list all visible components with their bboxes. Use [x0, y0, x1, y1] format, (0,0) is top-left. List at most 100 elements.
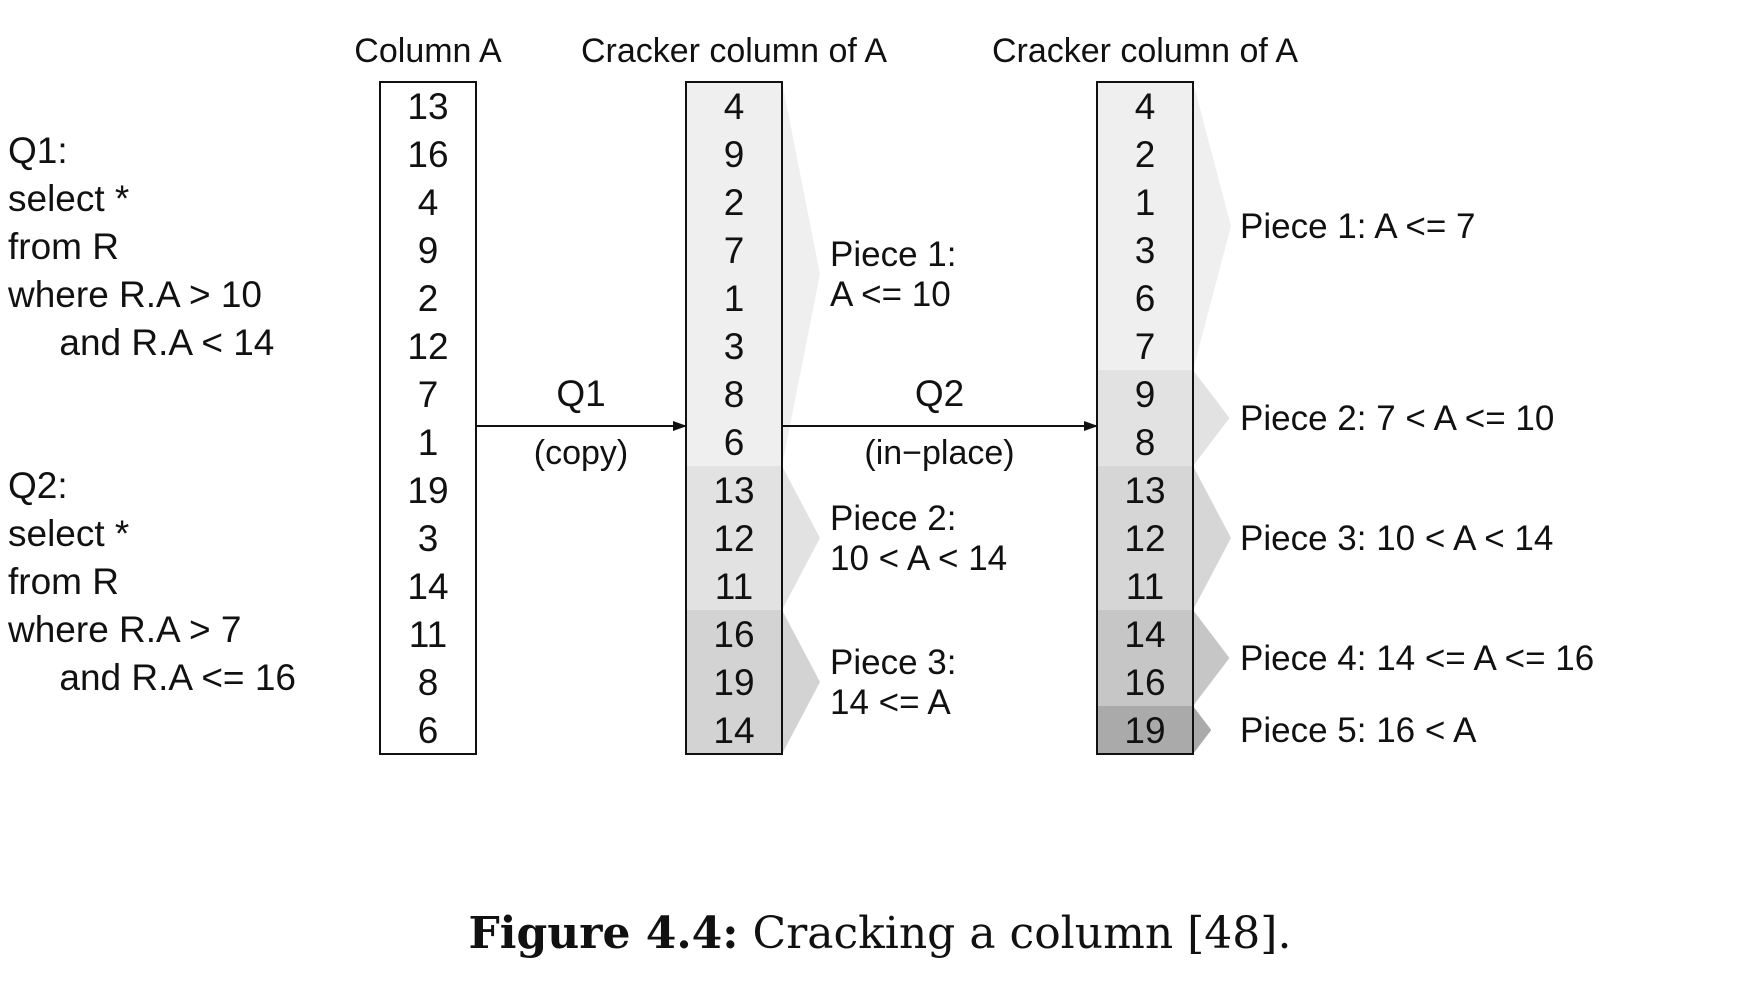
cell-value: 11 [715, 566, 753, 607]
piece-5-wedge [1193, 706, 1212, 754]
piece-3-wedge [782, 610, 820, 754]
cell-value: 8 [1135, 422, 1156, 463]
piece-5-fill [1097, 706, 1193, 754]
piece-2-wedge [782, 466, 820, 610]
piece-1-fill [686, 82, 782, 466]
column-title: Cracker column of A [992, 32, 1298, 70]
cell-value: 9 [1135, 374, 1156, 415]
column-border [379, 81, 477, 755]
piece-3-label: 14 <= A [830, 683, 951, 722]
piece-2-label: Piece 2: [830, 499, 956, 538]
cell-value: 4 [418, 182, 439, 223]
arrow-label: Q1 [556, 373, 605, 414]
piece-1-label: A <= 10 [830, 275, 951, 314]
piece-2-fill [1097, 370, 1193, 466]
piece-2-fill [686, 466, 782, 610]
piece-4-label: Piece 4: 14 <= A <= 16 [1240, 639, 1594, 678]
cell-value: 4 [724, 86, 745, 127]
piece-2-label: 10 < A < 14 [830, 539, 1007, 578]
query-line: where R.A > 7 [7, 609, 241, 650]
piece-1-fill [1097, 82, 1193, 370]
cell-value: 3 [724, 326, 745, 367]
cell-value: 6 [1135, 278, 1156, 319]
cell-value: 16 [713, 614, 754, 655]
piece-3-label: Piece 3: 10 < A < 14 [1240, 519, 1553, 558]
query-line: select * [8, 513, 129, 554]
piece-1-wedge [782, 82, 820, 466]
column-title: Column A [354, 32, 502, 70]
column-1: Column A 13 16 4 9 2 12 7 1 19 3 14 11 8 6 [354, 32, 502, 755]
cell-value: 14 [1124, 614, 1165, 655]
column-border [1096, 81, 1194, 755]
cell-value: 13 [713, 470, 754, 511]
cell-value: 11 [409, 614, 447, 655]
cell-value: 8 [724, 374, 745, 415]
cell-value: 16 [1124, 662, 1165, 703]
cell-value: 4 [1135, 86, 1156, 127]
cell-value: 7 [724, 230, 745, 271]
cell-value: 12 [1124, 518, 1165, 559]
piece-1-label: Piece 1: A <= 7 [1240, 207, 1475, 246]
piece-3-wedge [1193, 466, 1231, 610]
arrow-sublabel: (copy) [534, 434, 628, 472]
cell-value: 2 [1135, 134, 1156, 175]
cell-value: 19 [713, 662, 754, 703]
cell-value: 19 [1124, 710, 1165, 751]
figure-caption: Figure 4.4: Cracking a column [48]. [0, 908, 1760, 959]
arrows-layer: Q1 (copy) Q2 (in−place) [476, 373, 1098, 472]
cell-value: 9 [418, 230, 439, 271]
cell-value: 12 [407, 326, 448, 367]
query-line: and R.A <= 16 [8, 657, 296, 698]
cell-value: 8 [418, 662, 439, 703]
cell-value: 2 [724, 182, 745, 223]
cell-value: 6 [724, 422, 745, 463]
piece-3-fill [1097, 466, 1193, 610]
cell-value: 11 [1126, 566, 1164, 607]
arrow-sublabel: (in−place) [864, 434, 1014, 472]
query-line: select * [8, 178, 129, 219]
query-line: and R.A < 14 [8, 322, 274, 363]
piece-1-wedge [1193, 82, 1231, 370]
piece-2-wedge [1193, 370, 1230, 466]
piece-2-label: Piece 2: 7 < A <= 10 [1240, 399, 1554, 438]
cell-value: 14 [713, 710, 754, 751]
cell-value: 16 [407, 134, 448, 175]
cell-value: 19 [407, 470, 448, 511]
cell-value: 9 [724, 134, 745, 175]
piece-1-label: Piece 1: [830, 235, 956, 274]
query-line: Q1: [8, 130, 68, 171]
arrow-2: Q2 (in−place) [782, 373, 1098, 472]
pieces-layer [686, 82, 1231, 754]
piece-4-wedge [1193, 610, 1230, 706]
cell-value: 2 [418, 278, 439, 319]
piece-5-label: Piece 5: 16 < A [1240, 711, 1477, 750]
arrow-label: Q2 [915, 373, 964, 414]
column-2: Piece 1:A <= 10 Piece 2:10 < A < 14 Piece … [581, 32, 1007, 755]
query-line: from R [8, 226, 119, 267]
cell-value: 14 [407, 566, 448, 607]
column-title: Cracker column of A [581, 32, 887, 70]
cell-value: 13 [1124, 470, 1165, 511]
cell-value: 6 [418, 710, 439, 751]
column-3: Piece 1: A <= 7 Piece 2: 7 < A <= 10 Piece… [992, 32, 1594, 755]
caption-prefix: Figure 4.4: [468, 908, 739, 959]
query-line: where R.A > 10 [7, 274, 262, 315]
column-border [685, 81, 783, 755]
query-1: Q1: select * from R where R.A > 10 and R.A … [7, 130, 274, 363]
piece-3-label: Piece 3: [830, 643, 956, 682]
cell-value: 3 [1135, 230, 1156, 271]
cell-value: 1 [418, 422, 439, 463]
arrow-1: Q1 (copy) [476, 373, 687, 472]
piece-3-fill [686, 610, 782, 754]
piece-4-fill [1097, 610, 1193, 706]
caption-text: Cracking a column [48]. [738, 908, 1292, 959]
cell-value: 7 [1135, 326, 1156, 367]
query-line: Q2: [8, 465, 68, 506]
cell-value: 3 [418, 518, 439, 559]
cell-value: 7 [418, 374, 439, 415]
cell-value: 1 [1135, 182, 1156, 223]
cell-value: 13 [407, 86, 448, 127]
